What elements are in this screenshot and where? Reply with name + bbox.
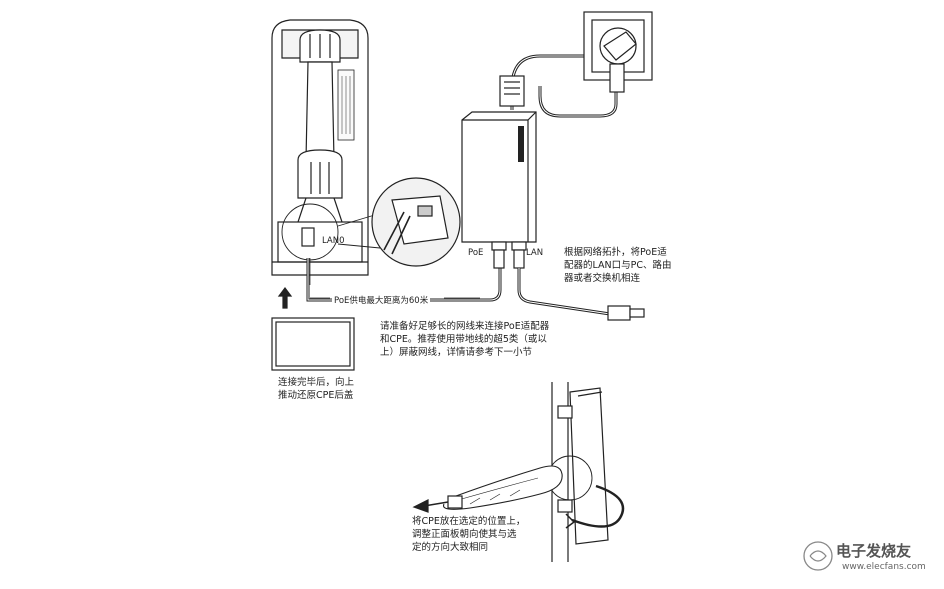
poe-port-label: PoE <box>468 248 484 258</box>
cpe-device <box>271 19 369 276</box>
push-up-arrow <box>277 287 293 309</box>
note-topology: 根据网络拓扑，将PoE适 配器的LAN口与PC、路由 器或者交换机相连 <box>564 247 672 284</box>
distance-label: PoE供电最大距离为60米 <box>332 294 431 306</box>
cpe-back-cover <box>271 317 355 371</box>
note-mount: 将CPE放在选定的位置上， 调整正面板朝向使其与选 定的方向大致相同 <box>412 516 526 553</box>
zoom-detail <box>337 177 461 267</box>
ethernet-cable-cpe <box>306 258 502 302</box>
lan0-label: LAN0 <box>322 236 345 246</box>
lan-port-label: LAN <box>526 248 544 258</box>
wall-socket <box>583 11 653 93</box>
watermark-logo-icon <box>803 541 833 571</box>
pull-arrow <box>412 499 449 513</box>
cable-tie <box>442 465 563 510</box>
poe-adapter <box>461 111 537 269</box>
watermark-text: 电子发烧友 <box>836 542 912 560</box>
watermark-url: www.elecfans.com <box>842 562 926 572</box>
note-cable: 请准备好足够长的网线来连接PoE适配器 和CPE。推荐使用带地线的超5类（或以 … <box>380 321 550 358</box>
ethernet-cable-lan <box>517 268 645 321</box>
note-cover: 连接完毕后，向上 推动还原CPE后盖 <box>278 377 355 401</box>
power-cord <box>499 54 618 118</box>
